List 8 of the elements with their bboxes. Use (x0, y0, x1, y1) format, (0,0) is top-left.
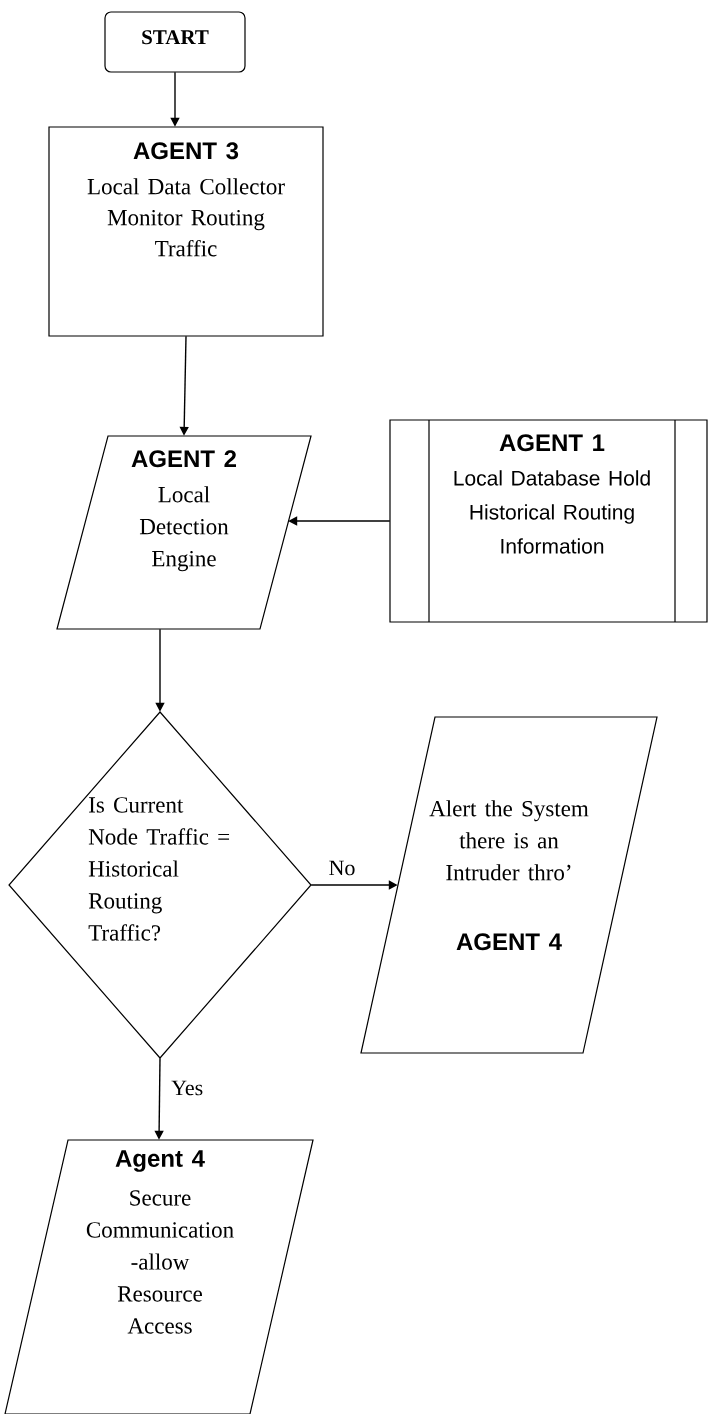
edge-label: No (327, 859, 357, 877)
output-parallelogram: Agent 4 Secure Communication -allow Resource Access (4, 1139, 314, 1414)
predefined-process-box: AGENT 1 Local Database Hold Historical Routing Information (389, 419, 708, 623)
output-parallelogram: Alert the System there is an Intruder thro’ AGENT 4 (360, 716, 658, 1054)
edge-label: Yes (170, 1079, 205, 1097)
input-parallelogram: AGENT 2 Local Detection Engine (56, 435, 312, 630)
process-box: AGENT 3 Local Data Collector Monitor Routing Traffic (48, 126, 324, 337)
start-terminal: START (104, 11, 246, 73)
